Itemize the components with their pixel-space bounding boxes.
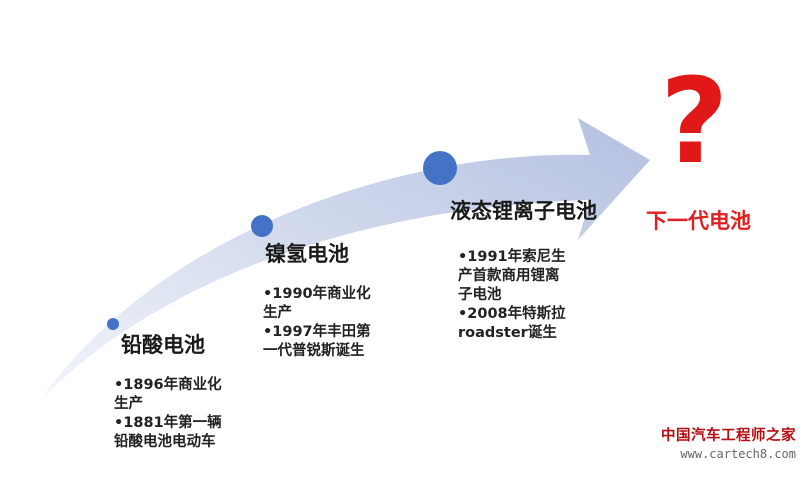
note-line: •1881年第一辆 <box>114 415 222 431</box>
stage-dot-nimh <box>251 215 273 237</box>
stage-notes-lead-acid: •1896年商业化 生产 •1881年第一辆 铅酸电池电动车 <box>114 376 222 452</box>
note-line: •1896年商业化 <box>114 377 222 393</box>
question-mark-icon: ? <box>660 52 729 190</box>
note-line: 一代普锐斯诞生 <box>263 343 365 359</box>
watermark-url: www.cartech8.com <box>680 447 796 461</box>
next-gen-title: 下一代电池 <box>646 209 751 233</box>
note-line: •2008年特斯拉 <box>458 306 566 322</box>
note-line: •1990年商业化 <box>263 286 371 302</box>
stage-notes-li-ion: •1991年索尼生 产首款商用锂离 子电池 •2008年特斯拉 roadster… <box>458 248 566 343</box>
watermark-name: 中国汽车工程师之家 <box>661 427 796 444</box>
stage-dot-li-ion <box>423 151 457 185</box>
stage-title-nimh: 镍氢电池 <box>265 242 349 266</box>
note-line: •1991年索尼生 <box>458 249 566 265</box>
note-line: 生产 <box>114 396 143 412</box>
note-line: 生产 <box>263 305 292 321</box>
note-line: roadster诞生 <box>458 325 557 341</box>
stage-notes-nimh: •1990年商业化 生产 •1997年丰田第 一代普锐斯诞生 <box>263 285 371 361</box>
stage-title-li-ion: 液态锂离子电池 <box>450 199 597 223</box>
note-line: 产首款商用锂离 <box>458 268 560 284</box>
arrow-body <box>40 118 650 400</box>
note-line: •1997年丰田第 <box>263 324 371 340</box>
watermark: 中国汽车工程师之家 www.cartech8.com <box>648 424 796 461</box>
note-line: 子电池 <box>458 287 502 303</box>
stage-dot-lead-acid <box>107 318 119 330</box>
note-line: 铅酸电池电动车 <box>114 434 216 450</box>
stage-title-lead-acid: 铅酸电池 <box>121 333 205 357</box>
